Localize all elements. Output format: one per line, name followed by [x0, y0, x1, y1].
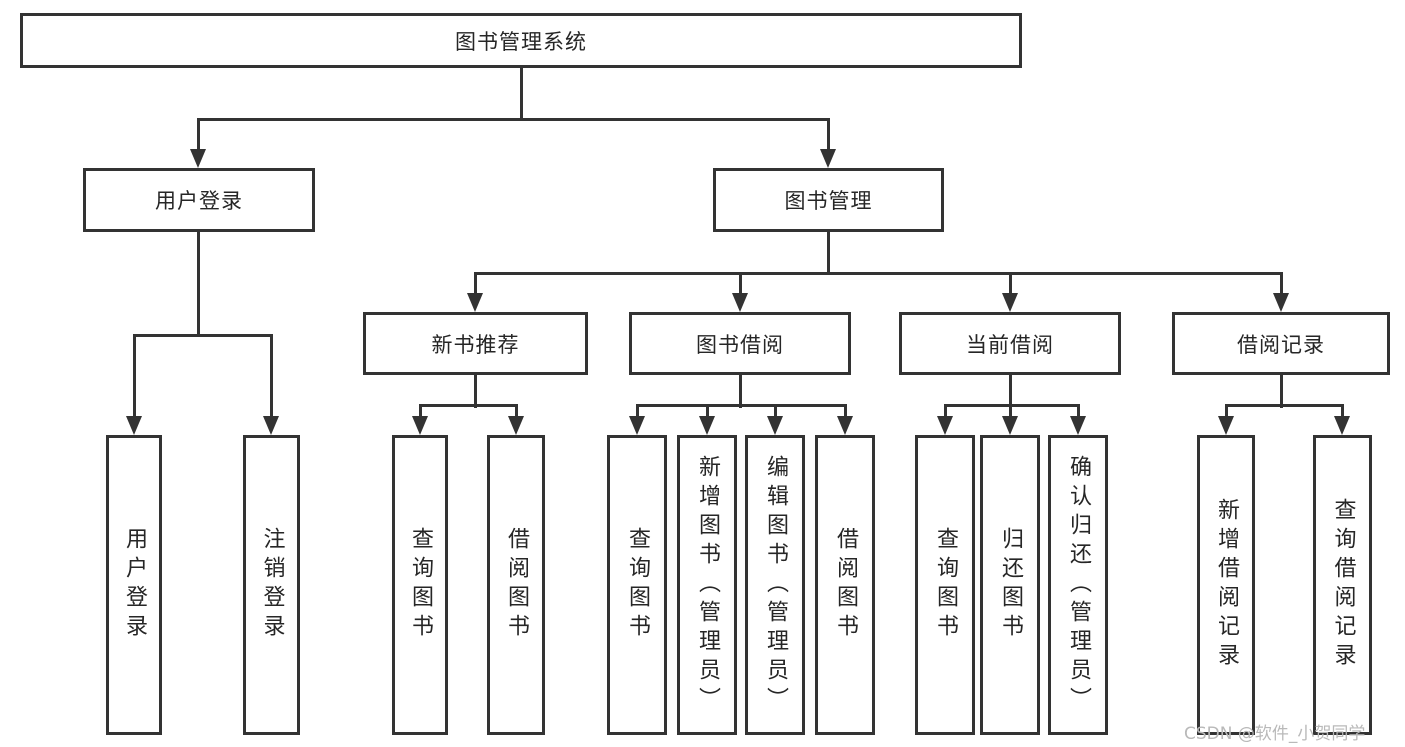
- arrow-down-icon: [732, 293, 748, 312]
- connector-current-borrow-stem: [1009, 375, 1012, 408]
- connector-new-book-bar: [419, 404, 518, 407]
- leaf-user-login-label: 用户登录: [122, 527, 147, 643]
- connector-user-login-bar: [133, 334, 273, 337]
- arrow-down-icon: [767, 416, 783, 435]
- leaf-bb-borrow-books: 借阅图书: [815, 435, 875, 735]
- connector-book-mgmt-stem: [827, 232, 830, 275]
- connector-new-book-stem: [474, 375, 477, 408]
- arrow-down-icon: [837, 416, 853, 435]
- arrow-down-icon: [699, 416, 715, 435]
- connector-drop-borrow-record: [1280, 272, 1283, 296]
- leaf-cb-return-books: 归还图书: [980, 435, 1040, 735]
- arrow-down-icon: [1002, 416, 1018, 435]
- node-user-login: 用户登录: [83, 168, 315, 232]
- node-book-borrow-label: 图书借阅: [696, 332, 784, 357]
- arrow-down-icon: [1070, 416, 1086, 435]
- leaf-rec-borrow-books-label: 借阅图书: [504, 527, 529, 643]
- connector-book-borrow-stem: [739, 375, 742, 408]
- arrow-down-icon: [937, 416, 953, 435]
- connector-drop-br-query: [1341, 404, 1344, 420]
- connector-drop-cb-return: [1009, 404, 1012, 420]
- node-root-library-system: 图书管理系统: [20, 13, 1022, 68]
- connector-drop-new-book: [474, 272, 477, 296]
- leaf-bb-edit-books-admin-label: 编辑图书（管理员）: [763, 454, 788, 716]
- leaf-bb-borrow-books-label: 借阅图书: [833, 527, 858, 643]
- connector-drop-leaf-login: [133, 334, 136, 420]
- leaf-logout-label: 注销登录: [259, 527, 285, 643]
- connector-drop-br-add: [1225, 404, 1228, 420]
- arrow-down-icon: [1334, 416, 1350, 435]
- leaf-rec-query-books: 查询图书: [392, 435, 448, 735]
- arrow-down-icon: [1218, 416, 1234, 435]
- leaf-cb-query-books-label: 查询图书: [933, 527, 958, 643]
- leaf-cb-confirm-return-admin-label: 确认归还（管理员）: [1066, 454, 1091, 716]
- arrow-down-icon: [1002, 293, 1018, 312]
- connector-drop-user-login: [197, 118, 200, 152]
- connector-book-mgmt-bar: [474, 272, 1283, 275]
- leaf-bb-add-books-admin-label: 新增图书（管理员）: [695, 454, 720, 716]
- connector-drop-rec-query: [419, 404, 422, 420]
- connector-drop-bb-edit: [774, 404, 777, 420]
- leaf-logout: 注销登录: [243, 435, 300, 735]
- connector-drop-leaf-logout: [270, 334, 273, 420]
- csdn-watermark: CSDN @软件_小贺同学: [1184, 724, 1366, 744]
- leaf-cb-query-books: 查询图书: [915, 435, 975, 735]
- arrow-down-icon: [190, 149, 206, 168]
- leaf-bb-query-books: 查询图书: [607, 435, 667, 735]
- connector-drop-book-borrow: [739, 272, 742, 296]
- node-current-borrow-label: 当前借阅: [966, 332, 1054, 357]
- node-new-book-rec-label: 新书推荐: [431, 332, 520, 357]
- leaf-bb-query-books-label: 查询图书: [625, 527, 650, 643]
- node-book-borrow: 图书借阅: [629, 312, 851, 375]
- leaf-bb-add-books-admin: 新增图书（管理员）: [677, 435, 737, 735]
- node-book-mgmt-label: 图书管理: [784, 189, 873, 213]
- connector-drop-bb-add: [706, 404, 709, 420]
- connector-drop-bb-query: [636, 404, 639, 420]
- arrow-down-icon: [412, 416, 428, 435]
- connector-borrow-record-stem: [1280, 375, 1283, 408]
- connector-drop-current-borrow: [1009, 272, 1012, 296]
- connector-drop-cb-confirm: [1077, 404, 1080, 420]
- node-root-label: 图书管理系统: [455, 29, 587, 54]
- leaf-rec-borrow-books: 借阅图书: [487, 435, 545, 735]
- connector-drop-cb-query: [944, 404, 947, 420]
- leaf-bb-edit-books-admin: 编辑图书（管理员）: [745, 435, 805, 735]
- connector-book-borrow-bar: [636, 404, 847, 407]
- leaf-br-query-record: 查询借阅记录: [1313, 435, 1372, 735]
- connector-user-login-stem: [197, 232, 200, 337]
- node-current-borrow: 当前借阅: [899, 312, 1121, 375]
- arrow-down-icon: [508, 416, 524, 435]
- connector-drop-book-mgmt: [827, 118, 830, 152]
- connector-drop-rec-borrow: [515, 404, 518, 420]
- arrow-down-icon: [126, 416, 142, 435]
- connector-root-stem: [520, 68, 523, 120]
- node-borrow-record-label: 借阅记录: [1237, 332, 1325, 357]
- arrow-down-icon: [820, 149, 836, 168]
- leaf-cb-return-books-label: 归还图书: [998, 527, 1023, 643]
- node-borrow-record: 借阅记录: [1172, 312, 1390, 375]
- connector-current-borrow-bar: [944, 404, 1080, 407]
- node-user-login-label: 用户登录: [155, 189, 243, 213]
- leaf-br-add-record-label: 新增借阅记录: [1214, 498, 1239, 672]
- connector-drop-bb-borrow: [844, 404, 847, 420]
- leaf-br-query-record-label: 查询借阅记录: [1330, 498, 1356, 672]
- leaf-cb-confirm-return-admin: 确认归还（管理员）: [1048, 435, 1108, 735]
- node-new-book-rec: 新书推荐: [363, 312, 588, 375]
- arrow-down-icon: [263, 416, 279, 435]
- leaf-rec-query-books-label: 查询图书: [408, 527, 433, 643]
- arrow-down-icon: [1273, 293, 1289, 312]
- leaf-user-login: 用户登录: [106, 435, 162, 735]
- connector-borrow-record-bar: [1225, 404, 1344, 407]
- leaf-br-add-record: 新增借阅记录: [1197, 435, 1255, 735]
- arrow-down-icon: [467, 293, 483, 312]
- arrow-down-icon: [629, 416, 645, 435]
- node-book-mgmt: 图书管理: [713, 168, 944, 232]
- connector-root-bar: [197, 118, 830, 121]
